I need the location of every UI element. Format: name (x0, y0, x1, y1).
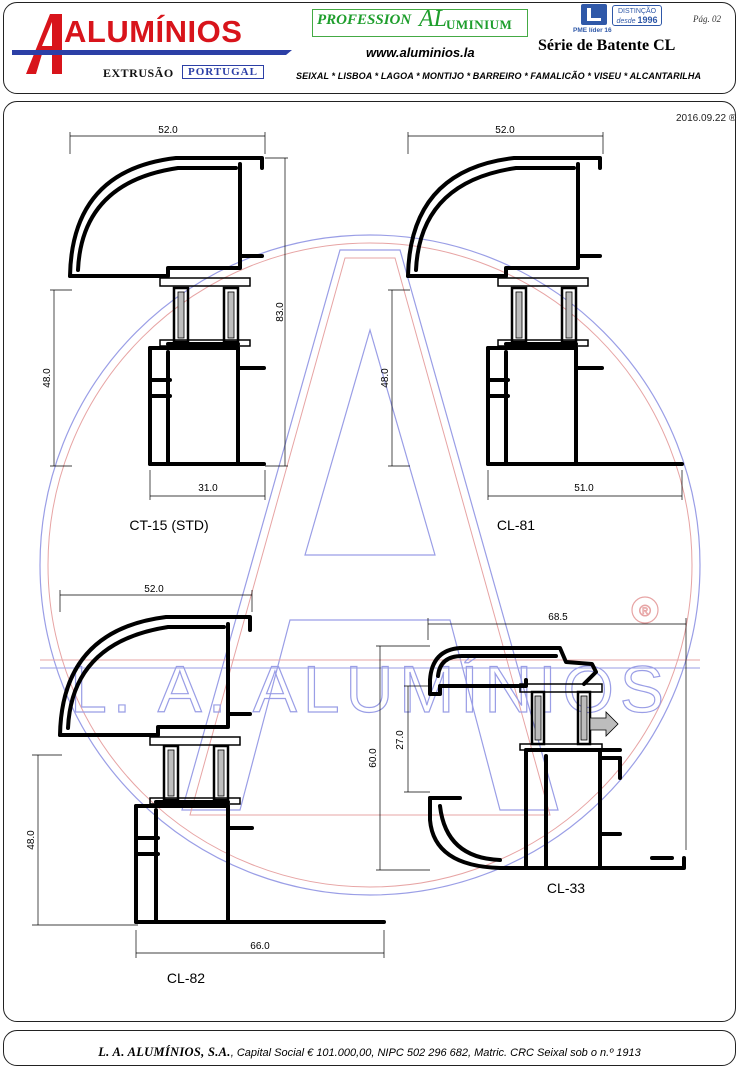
profile-cl33: 68.5 60.0 27.0 CL-33 (368, 612, 687, 896)
ct15-dim-width-bottom: 31.0 (198, 483, 218, 494)
ct15-dim-height-total: 83.0 (275, 302, 286, 322)
cl33-dim-height-total: 60.0 (368, 748, 379, 768)
partner-logo-part-b: UMINIUM (446, 17, 513, 32)
series-title: Série de Batente CL (538, 37, 676, 54)
date-stamp: 2016.09.22 ® (676, 113, 737, 124)
profile-ct15: 52.0 83.0 48.0 31.0 CT-15 (STD) (42, 125, 288, 533)
partner-logo-part-a: PROFESSION (317, 12, 412, 28)
cl82-dim-height-lower: 48.0 (26, 830, 37, 850)
distinction-badge: DISTINÇÃO desde 1996 (612, 5, 662, 26)
brand-underline (64, 50, 292, 55)
cl81-dim-height-lower: 48.0 (380, 368, 391, 388)
cl33-label: CL-33 (547, 880, 585, 896)
cl81-dim-width-top: 52.0 (495, 125, 515, 136)
cl81-dim-width-bottom: 51.0 (574, 483, 594, 494)
brand-country: PORTUGAL (182, 65, 264, 79)
brand-name: ALUMÍNIOS (64, 14, 243, 49)
pme-leader-icon (587, 8, 601, 21)
pme-leader-label: PME líder 16 (573, 27, 612, 34)
profile-cl81: 52.0 48.0 51.0 CL-81 (380, 125, 684, 533)
cl82-dim-width-top: 52.0 (144, 584, 164, 595)
ct15-label: CT-15 (STD) (129, 517, 208, 533)
cl82-dim-width-bottom: 66.0 (250, 941, 270, 952)
cl33-dim-width-top: 68.5 (548, 612, 568, 623)
distinction-line2: desde 1996 (616, 15, 658, 26)
brand-logo-icon (12, 14, 92, 74)
distinction-line1: DISTINÇÃO (617, 8, 657, 15)
watermark: ® L. A. ALUMÍNIOS (39, 234, 701, 896)
pme-leader-badge (581, 4, 607, 25)
footer-legal: L. A. ALUMÍNIOS, S.A., Capital Social € … (0, 1045, 739, 1060)
cl33-dim-height-upper: 27.0 (395, 730, 406, 750)
cl81-label: CL-81 (497, 517, 535, 533)
cl82-label: CL-82 (167, 970, 205, 986)
page-number: Pág. 02 (693, 14, 721, 24)
partner-logo: PROFESSION AL UMINIUM (312, 6, 528, 37)
ct15-dim-width-top: 52.0 (158, 125, 178, 136)
brand-subtitle: EXTRUSÃO (103, 66, 174, 80)
ct15-dim-height-lower: 48.0 (42, 368, 53, 388)
watermark-text: L. A. ALUMÍNIOS (70, 652, 670, 726)
partner-logo-al: AL (419, 6, 448, 32)
branch-cities: SEIXAL * LISBOA * LAGOA * MONTIJO * BARR… (296, 71, 702, 81)
footer-details: , Capital Social € 101.000,00, NIPC 502 … (230, 1047, 641, 1059)
profile-cl82: 52.0 48.0 66.0 CL-82 (26, 584, 386, 986)
header-frame (3, 2, 736, 94)
website-url: www.aluminios.la (366, 45, 475, 60)
footer-company: L. A. ALUMÍNIOS, S.A. (98, 1045, 231, 1059)
footer-frame (3, 1030, 736, 1066)
watermark-registered: ® (639, 603, 651, 620)
